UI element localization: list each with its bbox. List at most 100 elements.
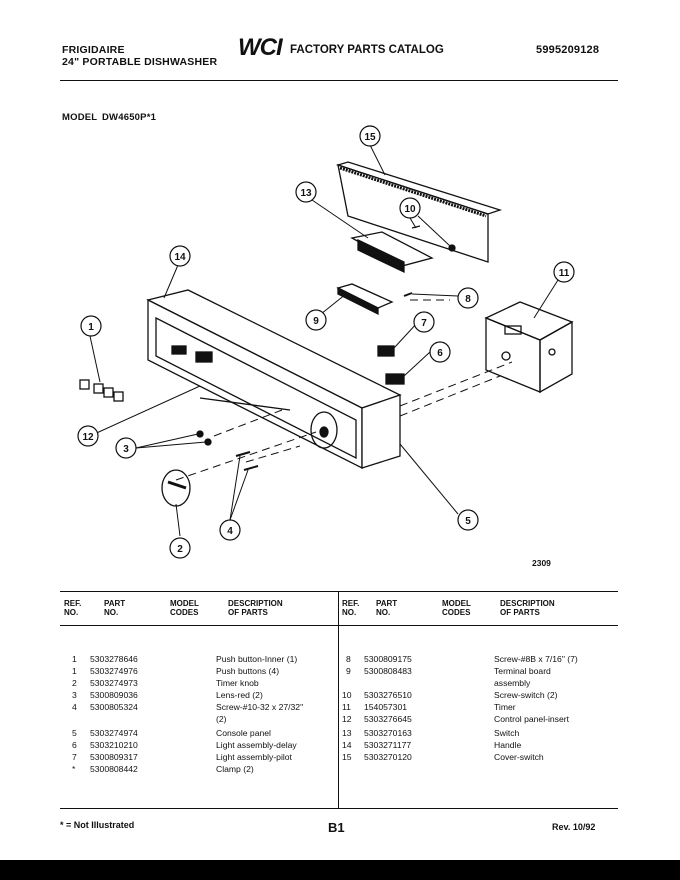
table-left-rows-8-ref: 7 bbox=[72, 752, 77, 762]
terminal-board bbox=[336, 283, 413, 316]
table-left-rows-2-part: 5303274973 bbox=[90, 678, 138, 688]
callout-5: 5 bbox=[465, 516, 471, 527]
table-right-rows-0-part: 5300809175 bbox=[364, 654, 412, 664]
scan-edge-bar bbox=[0, 860, 680, 880]
table-left-rows-6-ref: 5 bbox=[72, 728, 77, 738]
table-right-rows-4-ref: 11 bbox=[342, 702, 351, 712]
callout-6: 6 bbox=[437, 348, 443, 359]
table-right-rows-6-desc: Switch bbox=[494, 728, 520, 738]
table-right-rows-8-desc: Cover-switch bbox=[494, 752, 544, 762]
switch-cover bbox=[335, 161, 503, 263]
table-right-rows-7-part: 5303271177 bbox=[364, 740, 412, 750]
callout-8: 8 bbox=[465, 294, 471, 305]
table-top-rule bbox=[60, 591, 618, 592]
table-left-rows-3-ref: 3 bbox=[72, 690, 77, 700]
table-left-rows-4-desc: Screw-#10-32 x 27/32" bbox=[216, 702, 304, 712]
model-number: DW4650P*1 bbox=[102, 112, 157, 123]
table-right-rows-8-part: 5303270120 bbox=[364, 752, 412, 762]
table-left-rows-1-ref: 1 bbox=[72, 666, 77, 676]
header-rule bbox=[60, 80, 618, 81]
table-right-rows-8-ref: 15 bbox=[342, 752, 352, 762]
table-left-rows-8-part: 5300809317 bbox=[90, 752, 138, 762]
table-left-rows-4-part: 5300805324 bbox=[90, 702, 138, 712]
callout-13: 13 bbox=[300, 188, 312, 199]
table-right-rows-4-part: 154057301 bbox=[364, 702, 408, 712]
table-right-rows-4-desc: Timer bbox=[494, 702, 516, 712]
not-illustrated-note: * = Not Illustrated bbox=[60, 820, 135, 830]
table-right-rows-7-ref: 14 bbox=[342, 740, 352, 750]
timer-part bbox=[484, 301, 574, 394]
table-left-rows-8-desc: Light assembly-pilot bbox=[216, 752, 292, 762]
table-left-rows-2-ref: 2 bbox=[72, 678, 77, 688]
table-right-rows-6-ref: 13 bbox=[342, 728, 352, 738]
table-left-rows-1-part: 5303274976 bbox=[90, 666, 138, 676]
table-right-rows-1-desc: Terminal board bbox=[494, 666, 551, 676]
catalog-title: FACTORY PARTS CATALOG bbox=[290, 44, 444, 56]
table-right-rows-1-part: 5300808483 bbox=[364, 666, 412, 676]
catalog-number: 5995209128 bbox=[536, 44, 600, 56]
table-left-rows-1-desc: Push buttons (4) bbox=[216, 666, 280, 676]
callout-10: 10 bbox=[404, 204, 416, 215]
header-part-no-right: PART NO. bbox=[376, 599, 398, 617]
callout-9: 9 bbox=[313, 316, 319, 327]
figure-number: 2309 bbox=[532, 558, 551, 568]
revision-date: Rev. 10/92 bbox=[552, 822, 596, 832]
header-description: DESCRIPTION OF PARTS bbox=[228, 599, 283, 617]
table-right-rows-3-desc: Screw-switch (2) bbox=[494, 690, 558, 700]
table-left-rows-0-part: 5303278646 bbox=[90, 654, 138, 664]
table-right-rows-0-ref: 8 bbox=[346, 654, 351, 664]
table-left-rows-5-desc: (2) bbox=[216, 714, 227, 724]
table-right-rows-0-desc: Screw-#8B x 7/16" (7) bbox=[494, 654, 578, 664]
callout-15: 15 bbox=[364, 132, 376, 143]
callout-14: 14 bbox=[174, 252, 186, 263]
table-left-rows-3-part: 5300809036 bbox=[90, 690, 138, 700]
delay-light bbox=[385, 373, 405, 385]
table-divider bbox=[338, 591, 339, 808]
wci-logo: WCI bbox=[238, 34, 283, 61]
exploded-parts-diagram: 1 2 3 4 5 6 7 8 9 10 11 12 13 14 15 2309 bbox=[77, 125, 575, 568]
callout-4: 4 bbox=[227, 526, 233, 537]
switch-part bbox=[350, 225, 456, 274]
table-bottom-rule bbox=[60, 808, 618, 809]
table-left-rows-9-ref: * bbox=[72, 764, 76, 774]
header-part-no: PART NO. bbox=[104, 599, 126, 617]
table-right-rows-2-desc: assembly bbox=[494, 678, 531, 688]
table-right-rows-5-ref: 12 bbox=[342, 714, 352, 724]
table-left-rows-9-desc: Clamp (2) bbox=[216, 764, 254, 774]
console-panel bbox=[146, 289, 402, 470]
header-description-right: DESCRIPTION OF PARTS bbox=[500, 599, 555, 617]
callout-12: 12 bbox=[82, 432, 94, 443]
header-ref-no: REF. NO. bbox=[64, 599, 82, 617]
callout-11: 11 bbox=[559, 268, 570, 279]
callout-circles bbox=[77, 125, 575, 559]
callout-3: 3 bbox=[123, 444, 129, 455]
table-left-rows-2-desc: Timer knob bbox=[216, 678, 259, 688]
table-right-rows-6-part: 5303270163 bbox=[364, 728, 412, 738]
table-left-rows-0-ref: 1 bbox=[72, 654, 77, 664]
model-label: MODEL bbox=[62, 112, 98, 123]
table-left-rows-7-part: 5303210210 bbox=[90, 740, 138, 750]
table-right-rows-7-desc: Handle bbox=[494, 740, 522, 750]
table-right-rows-5-desc: Control panel-insert bbox=[494, 714, 569, 724]
header-model-codes-right: MODEL CODES bbox=[442, 599, 471, 617]
pilot-light bbox=[377, 345, 395, 357]
table-right-rows-5-part: 5303276645 bbox=[364, 714, 412, 724]
table-left-rows-4-ref: 4 bbox=[72, 702, 77, 712]
table-right-rows-1-ref: 9 bbox=[346, 666, 351, 676]
table-left-rows-6-part: 5303274974 bbox=[90, 728, 138, 738]
product-name: 24" PORTABLE DISHWASHER bbox=[62, 56, 218, 68]
table-left-rows-3-desc: Lens-red (2) bbox=[216, 690, 263, 700]
table-left-rows-7-desc: Light assembly-delay bbox=[216, 740, 297, 750]
header-ref-no-right: REF. NO. bbox=[342, 599, 360, 617]
table-header-rule bbox=[60, 625, 618, 626]
table-left-rows-7-ref: 6 bbox=[72, 740, 77, 750]
table-right-rows-3-ref: 10 bbox=[342, 690, 352, 700]
table-left-rows-6-desc: Console panel bbox=[216, 728, 271, 738]
callout-7: 7 bbox=[421, 318, 427, 329]
push-buttons bbox=[79, 379, 124, 402]
callout-1: 1 bbox=[88, 322, 94, 333]
table-left-rows-9-part: 5300808442 bbox=[90, 764, 138, 774]
timer-knob bbox=[161, 469, 191, 507]
page-number: B1 bbox=[328, 820, 345, 835]
table-left-rows-0-desc: Push button-Inner (1) bbox=[216, 654, 298, 664]
